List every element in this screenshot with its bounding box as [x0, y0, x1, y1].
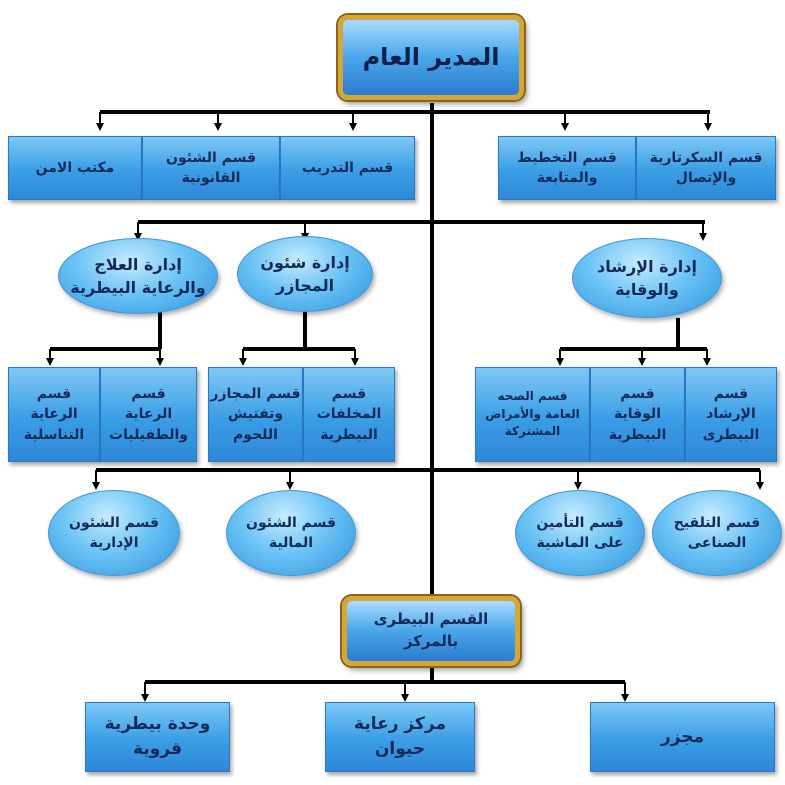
administrative-affairs-ellipse[interactable]: قسم الشئون الإدارية — [48, 490, 180, 576]
guidance-prevention-directorate[interactable]: إدارة الإرشاد والوقاية — [572, 238, 722, 318]
care-parasites-label: قسم الرعاية والطفيليات — [109, 386, 188, 443]
vet-byproducts-box[interactable]: قسم المخلفات البيطرية — [303, 367, 395, 462]
livestock-insurance-ellipse[interactable]: قسم التأمين على الماشية — [515, 490, 645, 576]
animal-care-center-box[interactable]: مركز رعاية حيوان — [325, 702, 475, 772]
planning-followup-box[interactable]: قسم التخطيط والمتابعة — [498, 136, 636, 200]
slaughterhouses-label: إدارة شئون المجازر — [260, 252, 350, 295]
center-vet-section-label: القسم البيطرى بالمركز — [373, 610, 489, 650]
artificial-insemination-ellipse[interactable]: قسم التلقيح الصناعى — [652, 490, 782, 576]
financial-affairs-ellipse[interactable]: قسم الشئون المالية — [226, 490, 356, 576]
livestock-insurance-label: قسم التأمين على الماشية — [536, 514, 624, 551]
guidance-prevention-label: إدارة الإرشاد والوقاية — [597, 256, 697, 299]
reproductive-care-label: قسم الرعاية التناسلية — [23, 386, 85, 443]
vet-guidance-label: قسم الإرشاد البيطرى — [702, 386, 760, 443]
administrative-affairs-label: قسم الشئون الإدارية — [69, 514, 160, 551]
secretariat-label: قسم السكرتارية والإتصال — [649, 149, 763, 186]
security-office-box[interactable]: مكتب الامن — [8, 136, 142, 200]
rural-vet-unit-box[interactable]: وحدة بيطرية قروية — [85, 702, 230, 772]
financial-affairs-label: قسم الشئون المالية — [246, 514, 337, 551]
reproductive-care-box[interactable]: قسم الرعاية التناسلية — [8, 367, 100, 462]
slaughterhouse-label: مجزر — [660, 726, 705, 747]
training-box[interactable]: قسم التدريب — [280, 136, 415, 200]
treatment-care-label: إدارة العلاج والرعاية البيطرية — [70, 254, 206, 297]
artificial-insemination-label: قسم التلقيح الصناعى — [673, 514, 761, 551]
rural-vet-unit-label: وحدة بيطرية قروية — [104, 714, 211, 759]
vet-prevention-box[interactable]: قسم الوقاية البيطرية — [590, 367, 685, 462]
secretariat-box[interactable]: قسم السكرتارية والإتصال — [636, 136, 776, 200]
general-manager-label: المدير العام — [362, 43, 500, 72]
slaughterhouses-directorate[interactable]: إدارة شئون المجازر — [237, 236, 373, 312]
slaughter-inspection-box[interactable]: قسم المجازر وتفتيش اللحوم — [208, 367, 303, 462]
security-office-label: مكتب الامن — [35, 159, 115, 176]
vet-prevention-label: قسم الوقاية البيطرية — [608, 386, 667, 443]
public-health-box[interactable]: قسم الصحه العامة والأمراض المشتركة — [475, 367, 590, 462]
vet-guidance-box[interactable]: قسم الإرشاد البيطرى — [685, 367, 777, 462]
vet-byproducts-label: قسم المخلفات البيطرية — [316, 386, 382, 443]
care-parasites-box[interactable]: قسم الرعاية والطفيليات — [100, 367, 197, 462]
treatment-care-directorate[interactable]: إدارة العلاج والرعاية البيطرية — [58, 238, 218, 314]
legal-affairs-box[interactable]: قسم الشئون القانونية — [142, 136, 280, 200]
slaughter-inspection-label: قسم المجازر وتفتيش اللحوم — [210, 386, 301, 443]
training-label: قسم التدريب — [301, 159, 394, 176]
general-manager-box[interactable]: المدير العام — [338, 15, 524, 100]
planning-followup-label: قسم التخطيط والمتابعة — [517, 149, 617, 186]
slaughterhouse-box[interactable]: مجزر — [590, 702, 775, 772]
legal-affairs-label: قسم الشئون القانونية — [166, 149, 257, 186]
animal-care-center-label: مركز رعاية حيوان — [354, 714, 446, 759]
public-health-label: قسم الصحه العامة والأمراض المشتركة — [485, 389, 580, 439]
center-vet-section-box[interactable]: القسم البيطرى بالمركز — [342, 596, 520, 666]
